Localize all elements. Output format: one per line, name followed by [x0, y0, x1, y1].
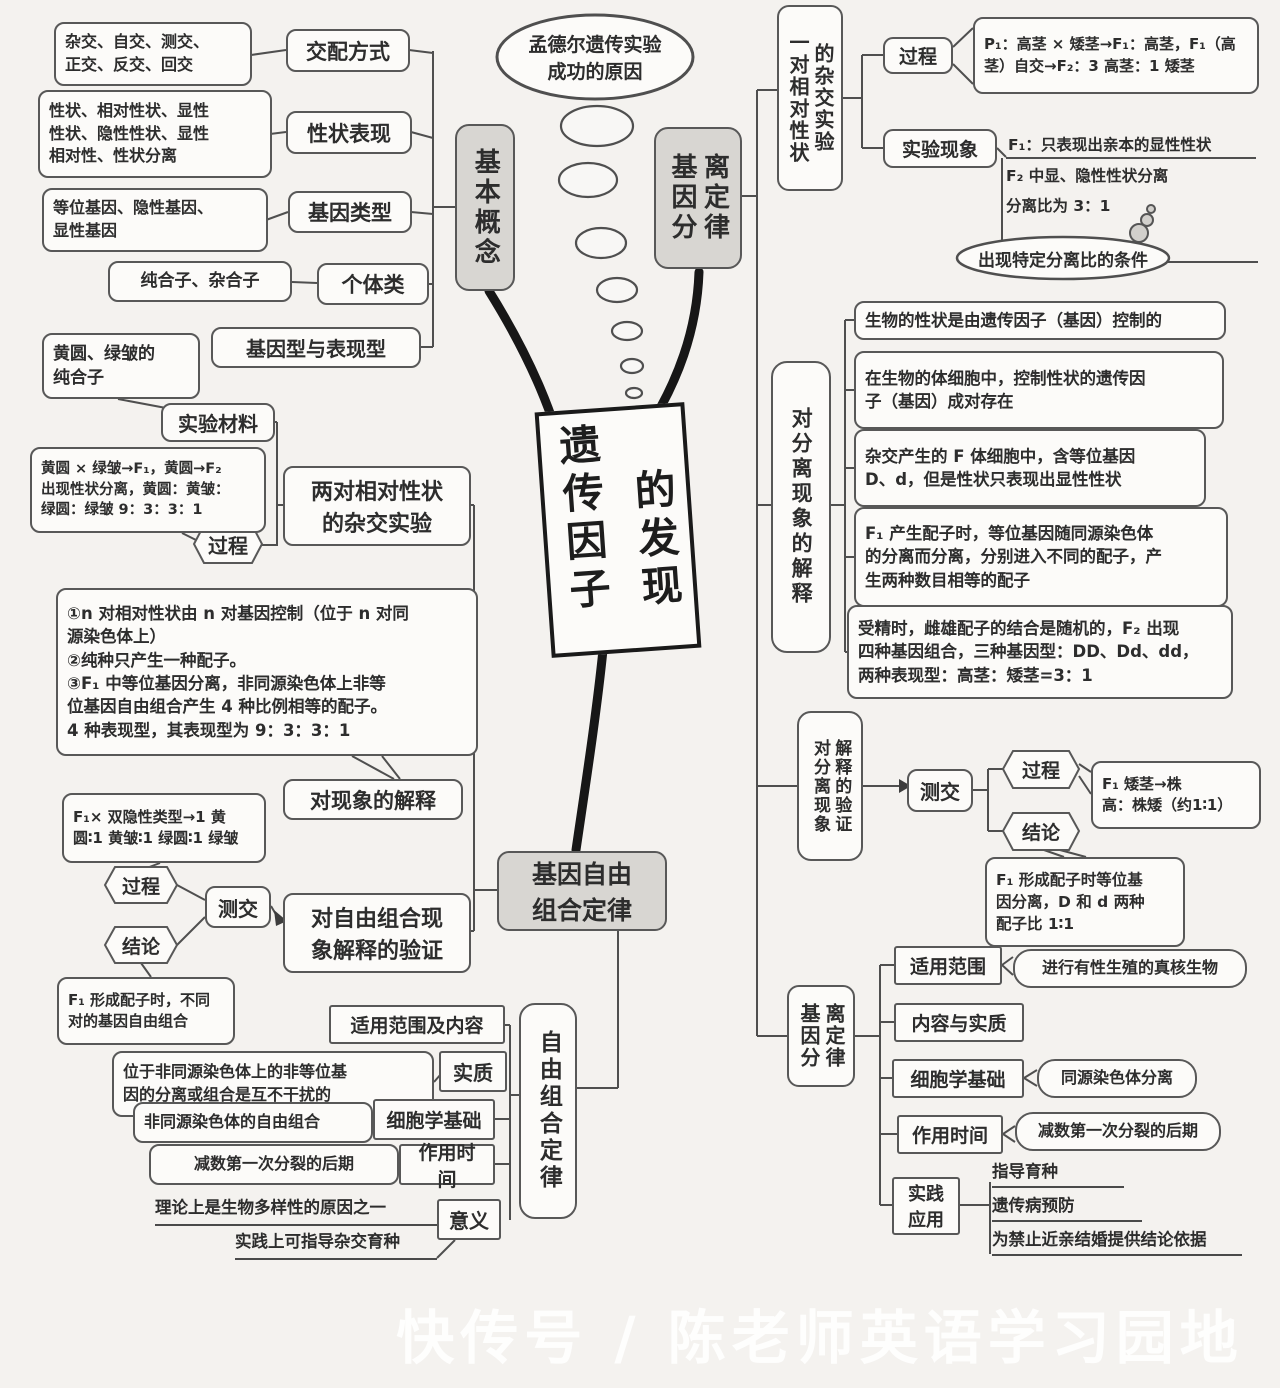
free-verify-hub: 对自由组合现 象解释的验证 — [283, 893, 471, 973]
testcross-left-process-detail: F₁× 双隐性类型→1 黄 圆∶1 黄皱∶1 绿圆∶1 绿皱 — [62, 793, 266, 863]
cytology-detail-bottom: 非同源染色体的自由组合 — [133, 1102, 373, 1143]
time-right-detail: 减数第一次分裂的后期 — [1015, 1112, 1221, 1151]
free-law-hub: 基因自由 组合定律 — [497, 851, 667, 931]
segregation-explain-4: F₁ 产生配子时，等位基因随同源染色体 的分离而分离，分别进入不同的配子，产 生… — [854, 507, 1228, 607]
bubble-trail — [557, 104, 645, 400]
condition-ellipse-label: 出现特定分离比的条件 — [978, 250, 1148, 271]
scope-right-detail: 进行有性生殖的真核生物 — [1013, 949, 1247, 988]
process-top-right-label: 过程 — [883, 37, 953, 74]
meaning-label: 意义 — [437, 1199, 501, 1240]
gene-types-label: 基因类型 — [288, 191, 412, 233]
watermark-text: 快传号 / 陈老师英语学习园地 — [396, 1304, 1244, 1372]
main-title-col1: 遗传因子 — [550, 422, 612, 617]
segregation-explain-5: 受精时，雌雄配子的结合是随机的，F₂ 出现 四种基因组合，三种基因型：DD、Dd… — [847, 605, 1233, 699]
conclusion-right-detail: F₁ 形成配子时等位基 因分离，D 和 d 两种 配子比 1∶1 — [985, 857, 1185, 947]
phenomenon-line-3: 分离比为 3：1 — [1006, 196, 1111, 215]
conclusion-right-label: 结论 — [1021, 822, 1060, 844]
process-right-label: 过程 — [1021, 760, 1060, 782]
process-left-label: 过程 — [121, 875, 160, 898]
segregation-explain-1: 生物的性状是由遗传因子（基因）控制的 — [854, 301, 1226, 340]
phenomenon-label: 实验现象 — [883, 129, 997, 168]
gene-types-detail: 等位基因、隐性基因、 显性基因 — [42, 188, 268, 252]
mating-types-detail: 杂交、自交、测交、 正交、反交、回交 — [54, 22, 252, 86]
phenomenon-line-2: F₂ 中显、隐性性状分离 — [1006, 166, 1169, 185]
free-combination-explain-detail: ①n 对相对性状由 n 对基因控制（位于 n 对同 源染色体上） ②纯种只产生一… — [56, 588, 478, 756]
main-title-col2: 的发现 — [625, 466, 684, 614]
cytology-right-label: 细胞学基础 — [892, 1059, 1024, 1098]
time-label-bottom: 作用时间 — [399, 1142, 495, 1191]
process-right-detail: F₁ 矮茎→株 高：株矮（约1∶1） — [1091, 761, 1261, 829]
essence-label: 实质 — [439, 1051, 507, 1092]
process-top-right-detail: P₁：高茎 × 矮茎→F₁：高茎，F₁（高 茎）自交→F₂：3 高茎：1 矮茎 — [973, 17, 1259, 94]
practice-item-marriage: 为禁止近亲结婚提供结论依据 — [992, 1226, 1242, 1256]
practice-label: 实践 应用 — [892, 1177, 960, 1235]
thin-connectors — [117, 27, 1258, 1259]
testcross-left-node: 测交 — [205, 886, 271, 928]
traits-detail: 性状、相对性状、显性 性状、隐性性状、显性 相对性、性状分离 — [38, 90, 272, 178]
mating-types-label: 交配方式 — [286, 29, 410, 72]
scope-content-label: 适用范围及内容 — [329, 1005, 505, 1044]
segregation-law-hub: 基因分 离定律 — [654, 127, 742, 269]
cytology-label-bottom: 细胞学基础 — [373, 1099, 495, 1140]
dihybrid-hub: 两对相对性状 的杂交实验 — [283, 466, 471, 546]
arrowhead-to-testcross — [899, 779, 911, 793]
scope-right-label: 适用范围 — [894, 946, 1002, 985]
segregation-explain-2: 在生物的体细胞中，控制性状的遗传因 子（基因）成对存在 — [854, 351, 1224, 429]
dihybrid-process-detail: 黄圆 × 绿皱→F₁，黄圆→F₂ 出现性状分离，黄圆：黄皱： 绿圆：绿皱 9：3… — [30, 447, 266, 533]
genotype-phenotype-label: 基因型与表现型 — [211, 327, 421, 368]
segregation-verify-label: 对分离现象 解释的验证 — [797, 711, 863, 861]
zygote-detail: 纯合子、杂合子 — [108, 261, 292, 302]
mendel-ellipse-shape — [495, 13, 695, 101]
conclusion-left-detail: F₁ 形成配子时，不同 对的基因自由组合 — [57, 977, 235, 1045]
segregation-law-bottom-label: 基因分 离定律 — [787, 985, 855, 1087]
dihybrid-process-label: 过程 — [208, 533, 248, 558]
segregation-explain-3: 杂交产生的 F 体细胞中，含等位基因 D、d，但是性状只表现出显性性状 — [854, 429, 1206, 507]
practice-item-breeding: 指导育种 — [992, 1158, 1124, 1188]
traits-label: 性状表现 — [286, 111, 412, 154]
time-detail-bottom: 减数第一次分裂的后期 — [149, 1144, 399, 1185]
mendel-success-ellipse: 孟德尔遗传实验 成功的原因 — [528, 34, 662, 83]
material-label: 实验材料 — [161, 403, 275, 442]
meaning-item-practice: 实践上可指导杂交育种 — [235, 1226, 437, 1260]
material-detail: 黄圆、绿皱的 纯合子 — [42, 333, 200, 399]
phenomenon-line-1: F₁：只表现出亲本的显性性状 — [1008, 135, 1212, 154]
hexagon-shapes — [103, 524, 1081, 964]
testcross-right-node: 测交 — [907, 769, 973, 812]
segregation-explain-label: 对分离现象的解释 — [771, 361, 831, 653]
practice-item-disease: 遗传病预防 — [992, 1192, 1142, 1222]
explain-phenomenon-label: 对现象的解释 — [283, 779, 463, 820]
free-law-vertical-label: 自由组合定律 — [519, 1003, 577, 1219]
meaning-item-theory: 理论上是生物多样性的原因之一 — [155, 1192, 441, 1226]
one-pair-hub: 一对相对性状 的杂交实验 — [777, 5, 843, 191]
condition-thought-circles — [1129, 204, 1156, 243]
basic-concepts-hub: 基本概念 — [455, 124, 515, 291]
main-title: 遗传因子 的发现 — [534, 402, 702, 658]
conclusion-left-label: 结论 — [121, 935, 160, 958]
thick-branch-free-law — [571, 645, 608, 855]
condition-ellipse-shape — [955, 235, 1171, 281]
time-right-label: 作用时间 — [897, 1115, 1003, 1154]
individual-label: 个体类 — [317, 263, 429, 305]
content-right-label: 内容与实质 — [894, 1003, 1024, 1042]
cytology-right-detail: 同源染色体分离 — [1037, 1059, 1197, 1098]
